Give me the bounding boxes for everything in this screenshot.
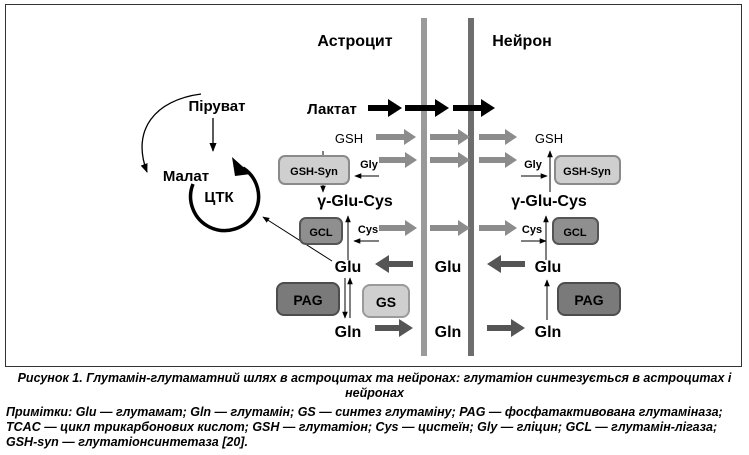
astrocyte-membrane xyxy=(421,18,427,356)
figure-caption: Рисунок 1. Глутамін-глутаматний шлях в а… xyxy=(17,371,732,400)
pag-left-box xyxy=(276,282,340,316)
gly-right-label: Gly xyxy=(524,159,543,171)
gsh-syn-left-label: GSH-Syn xyxy=(290,166,338,178)
gcl-left-box xyxy=(299,217,343,245)
gln-mid-label: Gln xyxy=(435,324,462,341)
glu-right-label: Glu xyxy=(535,259,562,276)
gly-left-label: Gly xyxy=(360,159,379,171)
gln-right-label: Gln xyxy=(535,324,562,341)
gglucys-left-label: γ-Glu-Cys xyxy=(317,193,393,210)
gsh-arrow-3 xyxy=(479,129,517,145)
glu-mid-label: Glu xyxy=(435,259,462,276)
glu-left-arrow xyxy=(375,255,413,273)
glu-right-arrow xyxy=(487,255,525,273)
gln-left-arrow xyxy=(375,319,413,337)
pag-right-box xyxy=(557,282,621,316)
tca-cycle-label: ЦТК xyxy=(204,189,234,206)
lactate-arrow-2 xyxy=(405,99,449,117)
gly-arrow-2 xyxy=(430,152,470,168)
gs-box xyxy=(362,284,410,318)
glutamine-glutamate-diagram: Астроцит Нейрон Піруват Малат ЦТК Лактат… xyxy=(5,4,742,367)
lactate-arrow-3 xyxy=(453,99,495,117)
gsh-arrow-2 xyxy=(430,129,470,145)
glu-left-label: Glu xyxy=(335,259,362,276)
cys-left-label: Cys xyxy=(358,224,378,236)
gsh-arrow-1 xyxy=(376,129,416,145)
cys-right-label: Cys xyxy=(522,224,542,236)
gcl-right-label: GCL xyxy=(563,227,587,239)
lactate-label: Лактат xyxy=(307,101,357,118)
tca-cycle-arrowhead xyxy=(232,157,251,176)
tca-cycle-ring xyxy=(188,166,261,233)
gsh-right-label: GSH xyxy=(535,131,563,146)
gly-arrow-1 xyxy=(379,152,417,168)
gsh-syn-right-box xyxy=(554,155,621,185)
lactate-arrow-1 xyxy=(368,99,402,117)
pag-left-label: PAG xyxy=(293,292,322,308)
gglucys-right-label: γ-Glu-Cys xyxy=(511,193,587,210)
gcl-right-box xyxy=(552,217,599,245)
cys-arrow-3 xyxy=(479,220,517,236)
malate-label: Малат xyxy=(163,168,209,185)
glu-to-tca-arrow xyxy=(262,216,333,262)
gln-left-label: Gln xyxy=(335,324,362,341)
gsh-left-label: GSH xyxy=(335,131,363,146)
astrocyte-header: Астроцит xyxy=(317,33,392,50)
pyruvate-label: Піруват xyxy=(189,98,246,115)
gs-label: GS xyxy=(376,294,396,310)
neuron-membrane xyxy=(468,18,474,356)
gly-arrow-3 xyxy=(479,152,517,168)
gsh-syn-right-label: GSH-Syn xyxy=(563,166,611,178)
cys-arrow-2 xyxy=(430,220,470,236)
malate-to-pyruvate-arrow xyxy=(140,93,202,173)
gln-right-arrow xyxy=(487,319,525,337)
pag-right-label: PAG xyxy=(574,292,603,308)
gsh-syn-left-box xyxy=(278,155,350,185)
neuron-header: Нейрон xyxy=(492,33,552,50)
cys-arrow-1 xyxy=(379,220,417,236)
gcl-left-label: GCL xyxy=(309,227,333,239)
figure-notes: Примітки: Glu — глутамат; Gln — глутамін… xyxy=(6,405,723,449)
